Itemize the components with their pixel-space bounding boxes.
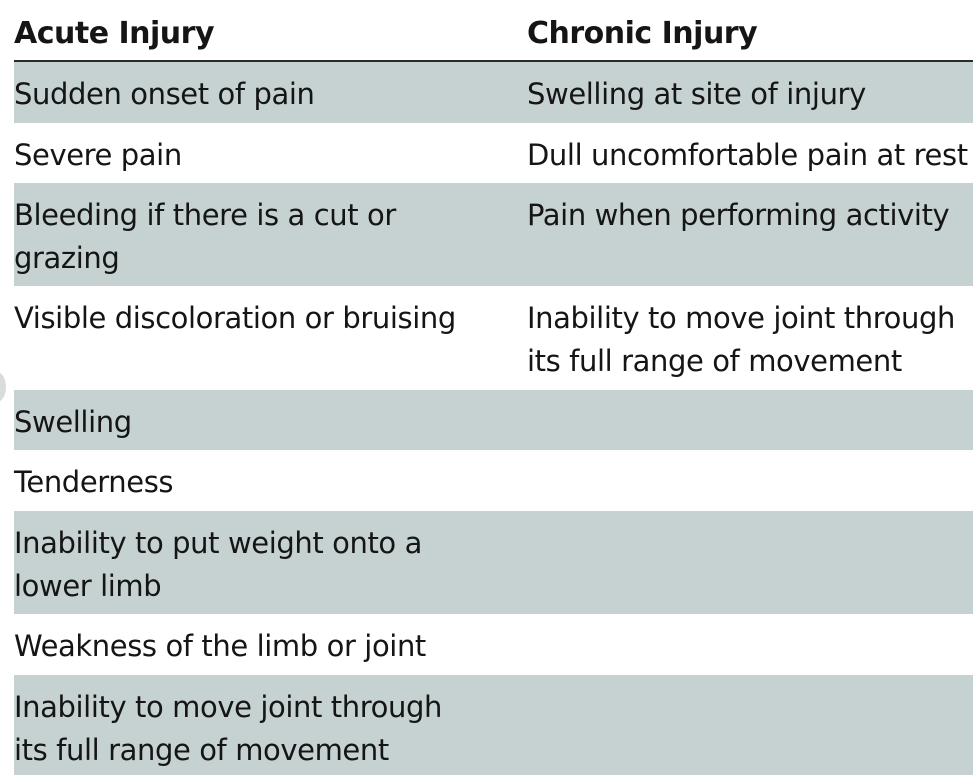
table-row: Inability to move joint through its full… [14,675,973,775]
chronic-cell: Dull uncomfortable pain at rest [527,138,968,172]
table-row: Severe pain Dull uncomfortable pain at r… [14,123,973,183]
header-acute-injury: Acute Injury [14,16,215,51]
acute-cell: Bleeding if there is a cut or grazing [14,198,396,275]
table-row: Swelling [14,390,973,450]
acute-cell: Visible discoloration or bruising [14,301,456,335]
chronic-cell [527,450,973,511]
chronic-cell [527,614,973,675]
acute-cell: Inability to put weight onto a lower lim… [14,526,422,603]
acute-cell: Inability to move joint through its full… [14,690,442,767]
chronic-cell [527,511,973,614]
acute-cell: Tenderness [14,465,174,499]
acute-cell: Weakness of the limb or joint [14,629,426,663]
acute-cell: Sudden onset of pain [14,77,315,111]
table-row: Visible discoloration or bruising Inabil… [14,286,973,390]
table-row: Sudden onset of pain Swelling at site of… [14,62,973,123]
chronic-cell: Inability to move joint through its full… [527,301,955,378]
table-row: Bleeding if there is a cut or grazing Pa… [14,183,973,286]
edge-circle-mark [0,372,6,402]
table-row: Inability to put weight onto a lower lim… [14,511,973,614]
chronic-cell [527,390,973,450]
table-row: Weakness of the limb or joint [14,614,973,675]
injury-comparison-table: Acute Injury Chronic Injury Sudden onset… [14,0,973,775]
acute-cell: Swelling [14,405,132,439]
table-row: Tenderness [14,450,973,511]
table-header: Acute Injury Chronic Injury [14,0,973,62]
chronic-cell: Swelling at site of injury [527,77,866,111]
acute-cell: Severe pain [14,138,182,172]
chronic-cell [527,675,973,775]
header-chronic-injury: Chronic Injury [527,16,758,51]
chronic-cell: Pain when performing activity [527,198,950,232]
